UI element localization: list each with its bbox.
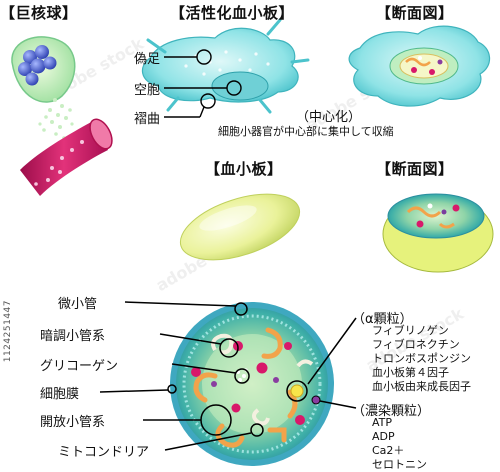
centralization-desc: 細胞小器官が中心部に集中して収縮 [218,125,394,138]
large-section-illustration [99,301,357,466]
alpha-granule-item: フィブリノゲン [372,324,449,337]
alpha-granule-item: トロンボスポンジン [372,352,471,365]
label-fold: 褶曲 [134,112,161,127]
dense-granule-item: セロトニン [372,458,427,471]
header-section-mid: 【断面図】 [376,160,454,178]
label-membrane: 細胞膜 [40,387,80,402]
dense-granule-item: Ca2＋ [372,444,405,457]
header-giant-nucleus: 【巨核球】 [0,4,78,22]
label-dense-tubular: 暗調小管系 [40,329,106,344]
alpha-granule-title: （α顆粒） [352,312,413,327]
dense-granule-item: ATP [372,416,393,429]
stock-id: 1124251447 [3,300,13,363]
label-mitochondria: ミトコンドリア [58,445,150,460]
platelet-section-illustration [382,193,494,273]
label-pseudopod: 偽足 [134,52,161,67]
alpha-granule-list: フィブリノゲン フィブロネクチン トロンボスポンジン 血小板第４因子 血小板由来… [372,324,471,394]
dense-granule-list: ATP ADP Ca2＋ セロトニン [372,416,427,472]
label-microtubule: 微小管 [58,297,98,312]
header-activated-platelet: 【活性化血小板】 [170,4,295,22]
centralization-title: （中心化） [296,110,362,125]
megakaryocyte-illustration [11,36,113,196]
dense-granule-title: （濃染顆粒） [352,404,431,419]
dense-granule-item: ADP [372,430,395,443]
alpha-granule-item: 血小板第４因子 [372,366,449,379]
header-section-top: 【断面図】 [376,4,454,22]
alpha-granule-item: 血小板由来成長因子 [372,380,471,393]
header-platelet: 【血小板】 [205,160,283,178]
activated-section-illustration [348,25,491,107]
activated-platelet-illustration [141,18,310,118]
platelet-illustration [179,193,301,261]
label-open-canalicular: 開放小管系 [40,415,106,430]
alpha-granule-item: フィブロネクチン [372,338,460,351]
label-vacuole: 空胞 [134,83,161,98]
label-glycogen: グリコーゲン [40,359,119,374]
